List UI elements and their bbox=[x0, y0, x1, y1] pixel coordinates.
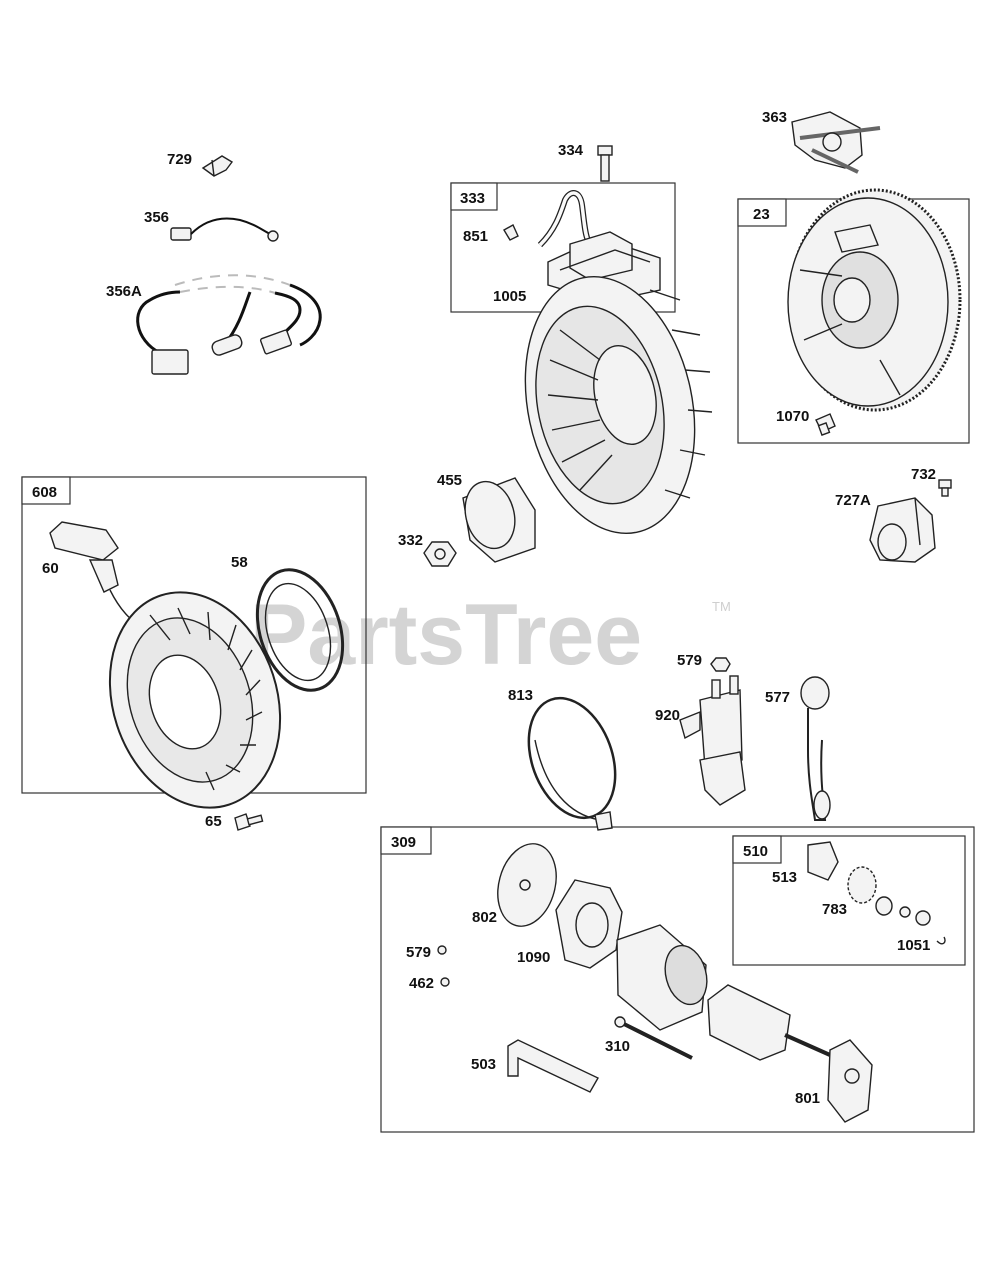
part-455-fan-cup-drawing bbox=[462, 477, 536, 563]
part-813-clamp-drawing bbox=[527, 696, 617, 831]
part-577-boot-drawing bbox=[800, 676, 831, 821]
group-label-23[interactable]: 23 bbox=[753, 206, 770, 223]
part-802-brush-plate-drawing bbox=[497, 843, 557, 927]
part-783-pinion-gear-drawing bbox=[847, 866, 931, 926]
callout-310[interactable]: 310 bbox=[605, 1038, 630, 1055]
callout-813[interactable]: 813 bbox=[508, 687, 533, 704]
part-729-clip-drawing bbox=[201, 155, 234, 177]
group-box-23: 23 bbox=[737, 198, 970, 444]
part-462-washer-drawing bbox=[440, 977, 450, 987]
part-65-screw-drawing bbox=[234, 813, 264, 831]
callout-356[interactable]: 356 bbox=[144, 209, 169, 226]
armature-drawing bbox=[707, 984, 831, 1061]
group-box-608: 608 bbox=[21, 476, 367, 794]
part-608-recoil-starter-drawing bbox=[49, 521, 345, 809]
part-920-solenoid-drawing bbox=[679, 675, 746, 806]
group-label-608[interactable]: 608 bbox=[32, 484, 57, 501]
callout-503[interactable]: 503 bbox=[471, 1056, 496, 1073]
callout-801[interactable]: 801 bbox=[795, 1090, 820, 1107]
part-1090-end-cap-drawing bbox=[555, 879, 623, 969]
callout-579-lower[interactable]: 579 bbox=[406, 944, 431, 961]
callout-727A[interactable]: 727A bbox=[835, 492, 871, 509]
part-513-drive-cap-drawing bbox=[807, 841, 839, 881]
callout-462[interactable]: 462 bbox=[409, 975, 434, 992]
part-1070-bolt-drawing bbox=[815, 413, 836, 436]
part-309-motor-housing-drawing bbox=[616, 924, 708, 1031]
callout-58[interactable]: 58 bbox=[231, 554, 248, 571]
callout-732[interactable]: 732 bbox=[911, 466, 936, 483]
part-356A-wire-harness-drawing bbox=[136, 274, 322, 375]
callout-579-upper[interactable]: 579 bbox=[677, 652, 702, 669]
watermark-trademark: TM bbox=[712, 599, 731, 614]
part-801-end-plate-drawing bbox=[827, 1039, 873, 1123]
part-332-nut-drawing bbox=[423, 541, 457, 567]
callout-332[interactable]: 332 bbox=[398, 532, 423, 549]
callout-729[interactable]: 729 bbox=[167, 151, 192, 168]
part-727A-cover-drawing bbox=[869, 497, 936, 563]
callout-1051[interactable]: 1051 bbox=[897, 937, 930, 954]
callout-851[interactable]: 851 bbox=[463, 228, 488, 245]
part-579-nut-lower-drawing bbox=[437, 945, 447, 955]
watermark-text: PartsTree bbox=[250, 587, 642, 683]
group-label-510[interactable]: 510 bbox=[743, 843, 768, 860]
part-1005-blower-housing-drawing bbox=[524, 276, 713, 534]
callout-363[interactable]: 363 bbox=[762, 109, 787, 126]
callout-513[interactable]: 513 bbox=[772, 869, 797, 886]
part-363-bracket-drawing bbox=[791, 111, 881, 174]
callout-1090[interactable]: 1090 bbox=[517, 949, 550, 966]
group-label-333[interactable]: 333 bbox=[460, 190, 485, 207]
callout-60[interactable]: 60 bbox=[42, 560, 59, 577]
callout-577[interactable]: 577 bbox=[765, 689, 790, 706]
callout-334[interactable]: 334 bbox=[558, 142, 584, 159]
callout-802[interactable]: 802 bbox=[472, 909, 497, 926]
callout-783[interactable]: 783 bbox=[822, 901, 847, 918]
part-356-ground-wire-drawing bbox=[170, 217, 279, 242]
callout-455[interactable]: 455 bbox=[437, 472, 462, 489]
group-label-309[interactable]: 309 bbox=[391, 834, 416, 851]
callout-1005[interactable]: 1005 bbox=[493, 288, 526, 305]
part-503-bracket-drawing bbox=[507, 1039, 599, 1093]
group-box-510: 510 bbox=[732, 835, 966, 966]
part-732-screw-drawing bbox=[938, 479, 952, 497]
callout-1070[interactable]: 1070 bbox=[776, 408, 809, 425]
part-310-through-bolt-drawing bbox=[614, 1016, 693, 1060]
callout-356A[interactable]: 356A bbox=[106, 283, 142, 300]
callout-920[interactable]: 920 bbox=[655, 707, 680, 724]
part-1051-retaining-ring-drawing bbox=[936, 936, 946, 945]
part-23-flywheel-drawing bbox=[787, 188, 962, 412]
group-box-309: 309 bbox=[380, 826, 975, 1133]
part-579-nut-upper-drawing bbox=[710, 657, 731, 672]
part-334-bolt-drawing bbox=[597, 145, 613, 182]
callout-65[interactable]: 65 bbox=[205, 813, 222, 830]
